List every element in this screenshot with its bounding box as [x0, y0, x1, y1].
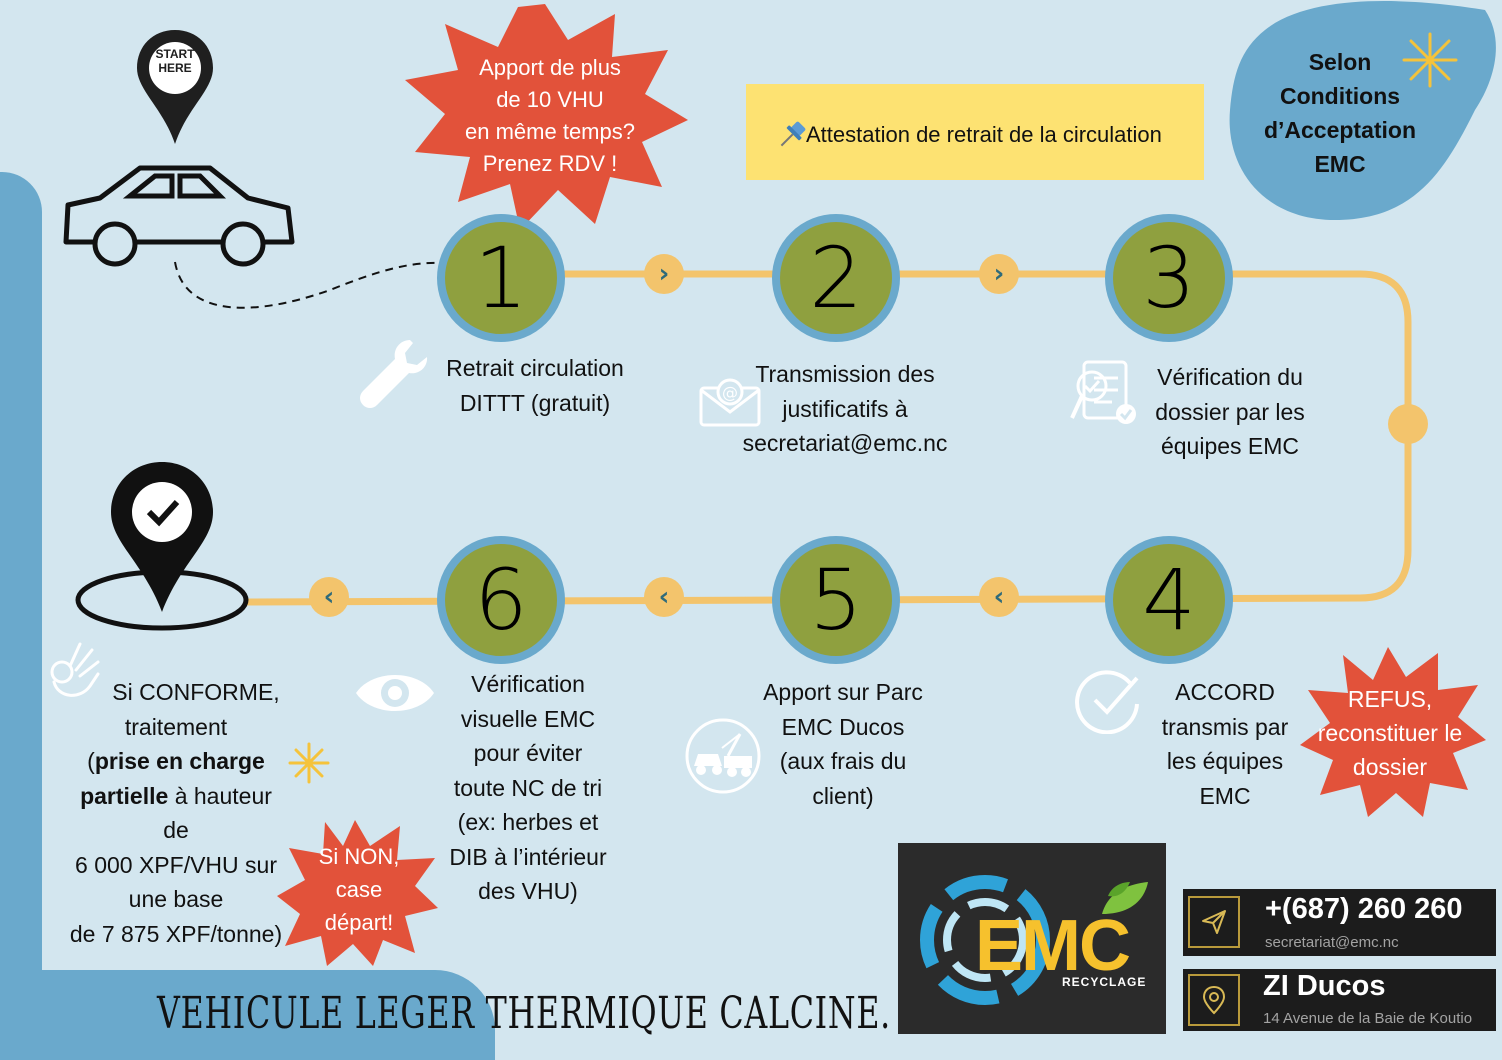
- step-4-number: 4: [1105, 536, 1233, 664]
- bottom-title: VEHICULE LEGER THERMIQUE CALCINE.: [157, 988, 891, 1039]
- step-1-number: 1: [437, 214, 565, 342]
- conditions-text: Selon Conditions d’Acceptation EMC: [1263, 49, 1417, 177]
- eye-icon: [356, 675, 434, 711]
- refus-burst-shape: [1300, 647, 1486, 817]
- emc-logo: [898, 843, 1166, 1034]
- send-icon-frame: [1188, 896, 1240, 948]
- si-non-burst-shape: [277, 820, 438, 966]
- left-sidebar-decoration: [0, 172, 42, 1048]
- tow-truck-icon: [685, 718, 761, 794]
- chevron-left-icon: ‹: [309, 577, 349, 617]
- email-icon: @: [699, 378, 761, 427]
- document-check-icon: [1070, 360, 1136, 424]
- contact-email[interactable]: secretariat@emc.nc: [1265, 934, 1399, 951]
- final-treatment-text: Si CONFORME, traitement (prise en charge…: [69, 679, 283, 947]
- chevron-left-icon: ‹: [979, 577, 1019, 617]
- location-icon-frame: [1188, 974, 1240, 1026]
- step-2-number: 2: [772, 214, 900, 342]
- ok-hand-icon: [50, 642, 100, 697]
- location-contact-box: [1183, 969, 1496, 1031]
- sparkle-icon: [288, 742, 330, 784]
- location-pin-icon: [1202, 985, 1226, 1015]
- wrench-icon: [360, 340, 428, 408]
- finish-pin-icon: [75, 462, 249, 631]
- sparkle-icon: [1402, 32, 1458, 88]
- emc-logo-swirl-icon: [920, 875, 1050, 1005]
- start-pin-icon: [137, 30, 213, 144]
- phone-number[interactable]: +(687) 260 260: [1265, 893, 1463, 925]
- pushpin-icon: [780, 121, 806, 147]
- phone-contact-box: [1183, 889, 1496, 956]
- attestation-note: [746, 84, 1204, 180]
- car-icon: [63, 165, 295, 267]
- step-5-number: 5: [772, 536, 900, 664]
- attestation-text: Attestation de retrait de la circulation: [806, 122, 1162, 147]
- chevron-right-icon: ›: [979, 254, 1019, 294]
- step-3-number: 3: [1105, 214, 1233, 342]
- chevron-right-icon: ›: [644, 254, 684, 294]
- check-circle-icon: [1075, 670, 1139, 734]
- leaf-icon: [1102, 882, 1148, 914]
- svg-text:@: @: [722, 383, 738, 402]
- bottom-blob-decoration: [0, 970, 495, 1060]
- send-icon: [1202, 910, 1226, 934]
- emc-logo-text: EMC: [975, 906, 1131, 986]
- chevron-left-icon: ‹: [644, 577, 684, 617]
- rdv-burst-shape: [405, 4, 688, 230]
- step-6-number: 6: [437, 536, 565, 664]
- location-address: 14 Avenue de la Baie de Koutio: [1263, 1010, 1473, 1027]
- emc-logo-subtext: RECYCLAGE: [1062, 975, 1147, 989]
- location-title: ZI Ducos: [1263, 970, 1386, 1002]
